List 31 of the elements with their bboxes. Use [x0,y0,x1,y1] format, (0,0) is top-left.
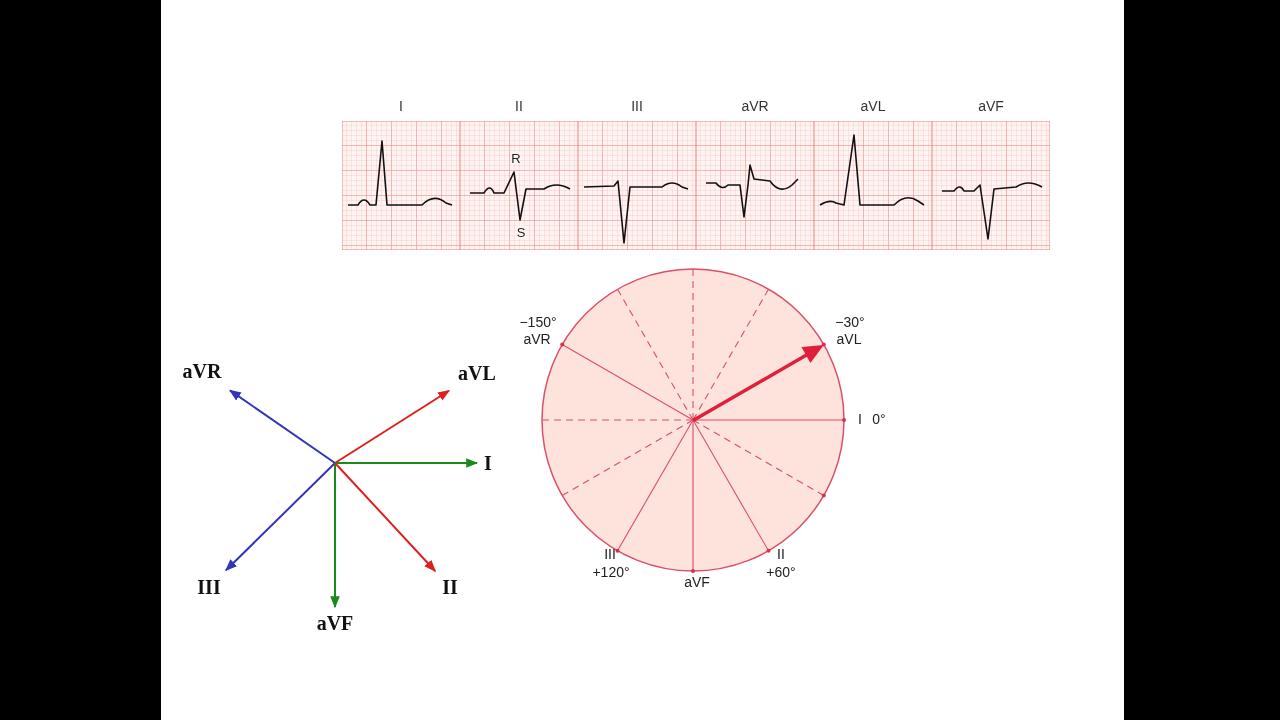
lead-label: aVR [178,359,226,383]
lead-label: III [630,99,644,113]
axis-label: 0° [872,412,886,426]
axis-label: −30° [835,315,865,329]
arrow [330,462,340,609]
axis-label: II [777,547,785,561]
lead-label: III [196,575,222,599]
axis-label: I [858,412,862,426]
axis-label: +120° [592,565,630,579]
arrow [334,389,450,464]
axis-label: −150° [519,315,557,329]
lead-label: II [514,99,524,113]
lead-label: aVF [977,99,1005,113]
arrow [229,389,336,464]
lead-label: aVL [453,361,501,385]
axis-label: aVR [523,332,551,346]
axis-label: aVL [836,332,862,346]
axis-label: III [604,547,616,561]
lead-label: aVF [311,611,359,635]
lead-label: I [398,99,404,113]
wave-label: R [511,151,521,165]
wave-label: S [516,225,526,239]
lead-label: aVR [740,99,770,113]
lead-label: II [440,575,460,599]
arrow [225,462,336,572]
axis-label: +60° [766,565,796,579]
lead-label: aVL [859,99,887,113]
arrow [334,462,437,572]
arrow [334,458,479,468]
axis-label: aVF [684,575,710,589]
lead-label: I [481,451,495,475]
